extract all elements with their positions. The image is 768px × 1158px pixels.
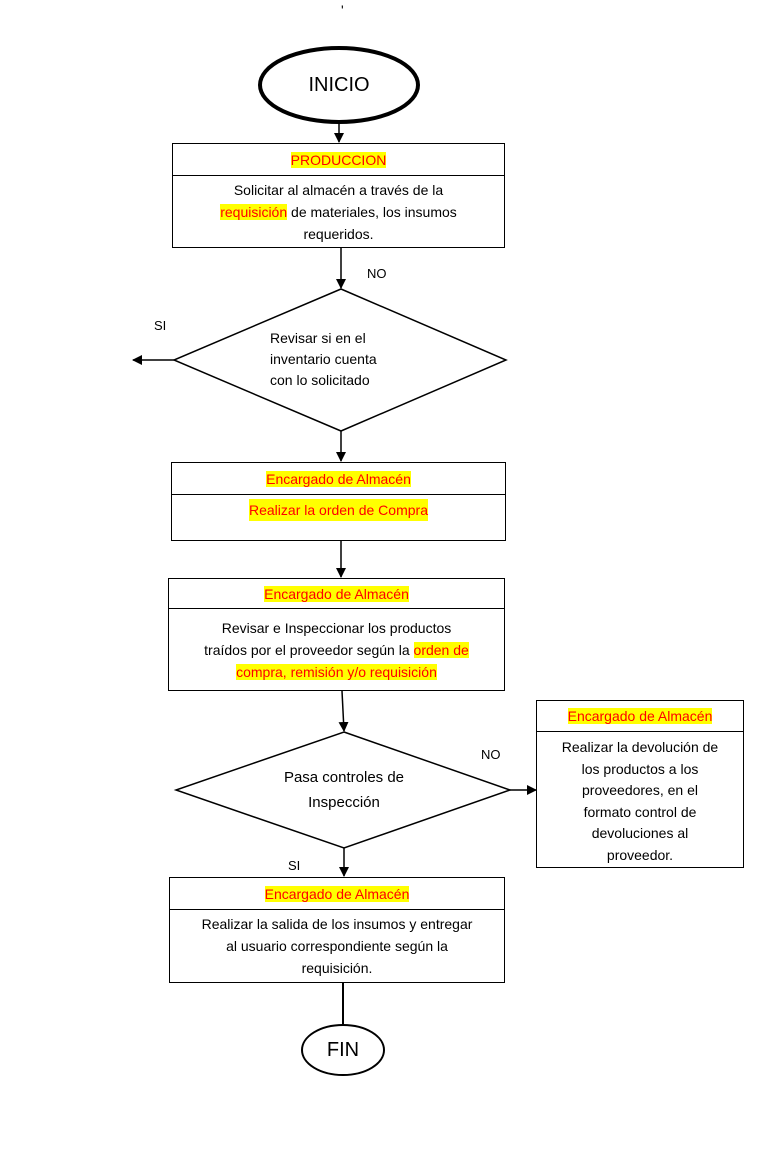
body-line: requisición. <box>301 960 373 976</box>
start-label: INICIO <box>308 73 370 96</box>
process-header: PRODUCCION <box>173 144 504 176</box>
process-body: Realizar la orden de Compra <box>172 495 505 540</box>
decision-2-text: Pasa controles de Inspección <box>264 765 424 815</box>
header-text: PRODUCCION <box>290 151 387 168</box>
body-line: compra, remisión y/o requisición <box>204 661 469 683</box>
body-text: traídos por el proveedor según la <box>204 641 414 658</box>
header-text: Encargado de Almacén <box>567 708 713 724</box>
body-line: los productos a los <box>581 760 699 777</box>
decision-line: Revisar si en el <box>270 330 366 346</box>
label-si-2: SI <box>288 858 301 873</box>
body-line: Realizar la devolución de <box>561 739 719 755</box>
arrow-box3-to-decision2 <box>338 690 349 732</box>
decision-line: con lo solicitado <box>270 372 370 388</box>
body-text: de materiales, los insumos <box>287 203 457 220</box>
process-header: Encargado de Almacén <box>537 701 743 732</box>
top-dot: ' <box>341 2 344 18</box>
decision-line: Pasa controles de <box>283 769 405 786</box>
process-box-produccion: PRODUCCION Solicitar al almacén a través… <box>172 143 505 248</box>
highlight-compra: compra, remisión y/o requisición <box>236 663 437 680</box>
body-line: requisición de materiales, los insumos <box>220 201 457 223</box>
header-text: Encargado de Almacén <box>264 585 409 602</box>
process-body: Realizar la salida de los insumos y entr… <box>170 910 504 982</box>
body-line: traídos por el proveedor según la orden … <box>204 639 469 661</box>
end-label: FIN <box>326 1038 360 1061</box>
process-body: Realizar la devolución de los productos … <box>537 732 743 867</box>
label-no-1: NO <box>367 266 387 281</box>
body-line: devoluciones al <box>591 825 689 841</box>
body-line: proveedores, en el <box>582 782 698 798</box>
process-body: Solicitar al almacén a través de la requ… <box>173 176 504 247</box>
process-body: Revisar e Inspeccionar los productos tra… <box>169 609 504 690</box>
decision-line: inventario cuenta <box>270 351 377 367</box>
header-text: Encargado de Almacén <box>264 885 410 902</box>
decision-line: Inspección <box>308 794 380 811</box>
body-line: Realizar la salida de los insumos y entr… <box>201 916 473 932</box>
process-box-orden-compra: Encargado de Almacén Realizar la orden d… <box>171 462 506 541</box>
body-line: requeridos. <box>303 225 374 242</box>
highlight-orden: orden de <box>413 641 469 658</box>
header-text: Encargado de Almacén <box>266 470 411 487</box>
body-line: al usuario correspondiente según la <box>226 938 448 954</box>
body-line: proveedor. <box>606 846 674 863</box>
process-header: Encargado de Almacén <box>172 463 505 495</box>
label-si-1: SI <box>154 318 167 333</box>
body-text: Realizar la orden de Compra <box>249 499 428 521</box>
label-no-2: NO <box>481 747 501 762</box>
decision-1-text: Revisar si en el inventario cuenta con l… <box>270 328 377 391</box>
process-box-devolucion: Encargado de Almacén Realizar la devoluc… <box>536 700 744 868</box>
process-header: Encargado de Almacén <box>169 579 504 609</box>
body-line: Solicitar al almacén a través de la <box>233 181 444 198</box>
process-box-salida: Encargado de Almacén Realizar la salida … <box>169 877 505 983</box>
body-line: Revisar e Inspeccionar los productos <box>221 619 452 636</box>
body-line: formato control de <box>583 803 697 820</box>
process-box-inspeccion: Encargado de Almacén Revisar e Inspeccio… <box>168 578 505 691</box>
highlight-requisicion: requisición <box>220 203 288 220</box>
process-header: Encargado de Almacén <box>170 878 504 910</box>
